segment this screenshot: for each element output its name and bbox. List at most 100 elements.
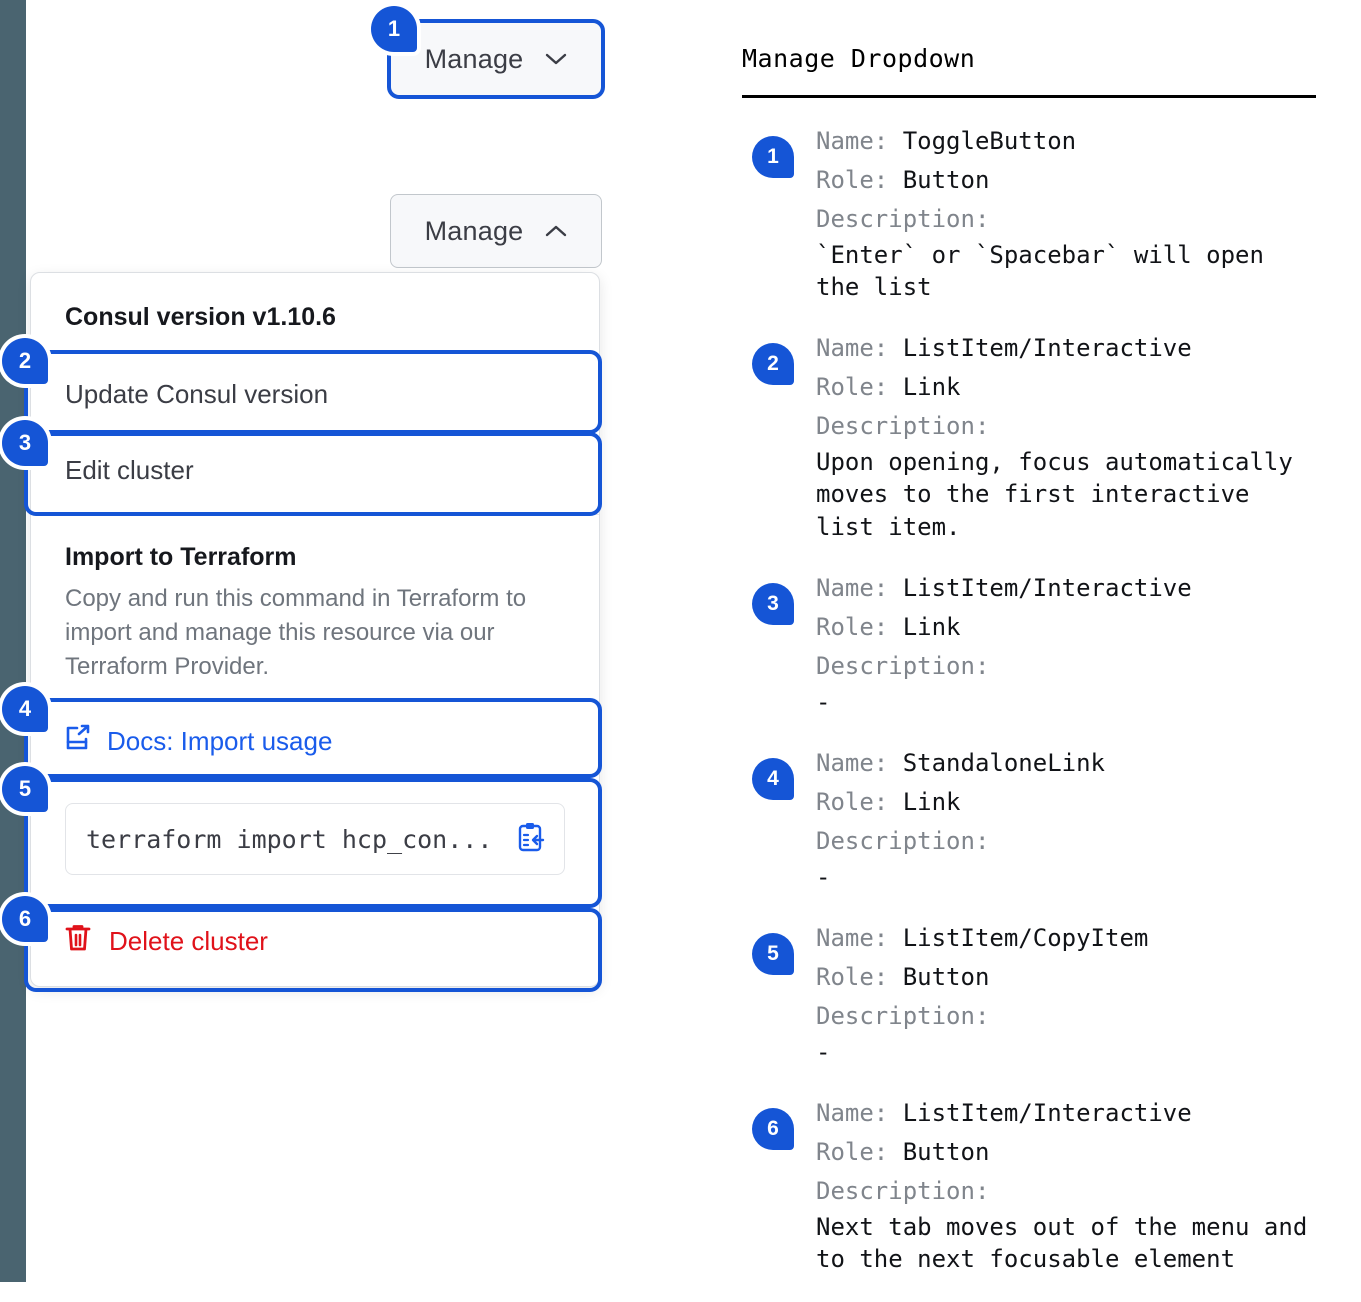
app-mock-column: Manage 1 Manage Consul version v1.10.6 U…: [2, 0, 720, 1282]
manage-toggle-button-expanded[interactable]: Manage: [390, 194, 602, 268]
legend-role-label: Role:: [816, 373, 903, 402]
marker-2: 2: [2, 338, 48, 384]
legend-description-value: Upon opening, focus automatically moves …: [816, 448, 1293, 541]
legend-name-value: ListItem/CopyItem: [902, 924, 1149, 953]
legend-description-label: Description:: [816, 412, 990, 441]
legend-role-label: Role:: [816, 1138, 903, 1167]
legend-name-label: Name:: [816, 749, 903, 778]
import-to-terraform-title: Import to Terraform: [65, 542, 297, 571]
legend-role: Role: Button: [816, 1133, 1342, 1172]
trash-icon: [65, 923, 91, 960]
legend-description-label: Description:: [816, 204, 990, 233]
legend-role: Role: Link: [816, 368, 1342, 407]
legend-role-value: Button: [902, 1138, 990, 1167]
manage-button-label-expanded: Manage: [424, 215, 524, 246]
legend-role-value: Link: [902, 373, 961, 402]
legend-description-label: Description:: [816, 1001, 990, 1030]
legend-badge-4: 4: [752, 758, 794, 801]
manage-button-label: Manage: [424, 43, 524, 74]
legend-name-value: ListItem/Interactive: [902, 574, 1192, 603]
legend-badge-column: 2: [742, 329, 816, 543]
legend-name-label: Name:: [816, 1099, 903, 1128]
legend-badge-column: 5: [742, 919, 816, 1068]
legend-role: Role: Button: [816, 958, 1342, 997]
legend-badge-2: 2: [752, 343, 794, 386]
menu-item-delete-cluster[interactable]: Delete cluster: [31, 901, 599, 986]
legend-name: Name: ToggleButton: [816, 122, 1342, 161]
legend-title: Manage Dropdown: [742, 44, 976, 73]
legend-description-value: `Enter` or `Spacebar` will open the list: [816, 240, 1264, 302]
legend-name: Name: ListItem/Interactive: [816, 329, 1342, 368]
marker-5: 5: [2, 766, 48, 812]
legend-name: Name: StandaloneLink: [816, 744, 1342, 783]
legend-description-label: Description:: [816, 826, 990, 855]
legend-role-value: Button: [902, 165, 990, 194]
legend-description-value: -: [816, 687, 831, 716]
legend-name-value: StandaloneLink: [902, 749, 1105, 778]
legend-role-value: Link: [902, 788, 961, 817]
manage-toggle-button-collapsed[interactable]: Manage: [390, 22, 602, 96]
marker-1: 1: [371, 6, 417, 52]
legend-description-value: -: [816, 862, 831, 891]
legend-role: Role: Link: [816, 608, 1342, 647]
legend-role-value: Button: [902, 963, 990, 992]
legend-role-label: Role:: [816, 165, 903, 194]
left-sidebar-rail: [0, 0, 26, 1282]
delete-cluster-label: Delete cluster: [109, 926, 268, 957]
menu-item-edit-cluster[interactable]: Edit cluster: [65, 454, 194, 485]
legend-badge-3: 3: [752, 583, 794, 626]
chevron-down-icon: [545, 52, 567, 66]
terraform-command-text: terraform import hcp_con...: [86, 824, 493, 854]
import-to-terraform-description: Copy and run this command in Terraform t…: [65, 584, 527, 680]
chevron-up-icon: [545, 224, 567, 238]
external-link-doc-icon: [65, 724, 91, 759]
legend-name-label: Name:: [816, 334, 903, 363]
legend-badge-column: 3: [742, 569, 816, 718]
menu-item-update-consul-version[interactable]: Update Consul version: [65, 379, 329, 409]
legend-role: Role: Link: [816, 783, 1342, 822]
manage-dropdown-panel: Consul version v1.10.6 Update Consul ver…: [30, 272, 600, 988]
legend-role-label: Role:: [816, 963, 903, 992]
legend-description-label: Description:: [816, 1177, 990, 1205]
legend-badge-column: 4: [742, 744, 816, 893]
legend-role: Role: Button: [816, 161, 1342, 200]
legend-role-value: Link: [902, 613, 961, 642]
terraform-command-box[interactable]: terraform import hcp_con...: [65, 803, 565, 876]
legend-badge-5: 5: [752, 933, 794, 976]
legend-name: Name: ListItem/CopyItem: [816, 919, 1342, 958]
legend-description-value: Next tab moves out of the menu and to th…: [816, 1212, 1308, 1274]
legend-description-label: Description:: [816, 651, 990, 680]
marker-3: 3: [2, 420, 48, 466]
legend-name-label: Name:: [816, 924, 903, 953]
legend-title-rule: [742, 95, 1316, 98]
legend-description-value: -: [816, 1037, 831, 1066]
terraform-command-row: terraform import hcp_con...: [31, 781, 599, 901]
legend-name: Name: ListItem/Interactive: [816, 569, 1342, 608]
legend-badge-column: 6: [742, 1094, 816, 1275]
legend-name-value: ListItem/Interactive: [902, 334, 1192, 363]
legend-role-label: Role:: [816, 788, 903, 817]
marker-6: 6: [2, 896, 48, 942]
legend-badge-6: 6: [752, 1108, 794, 1151]
legend-name: Name: ListItem/Interactive: [816, 1094, 1342, 1133]
copy-clipboard-icon[interactable]: [516, 821, 546, 858]
legend-badge-1: 1: [752, 136, 794, 178]
menu-item-docs-import-usage[interactable]: Docs: Import usage: [31, 704, 599, 781]
docs-import-usage-label: Docs: Import usage: [107, 726, 333, 757]
marker-4: 4: [2, 686, 48, 732]
legend-role-label: Role:: [816, 613, 903, 642]
